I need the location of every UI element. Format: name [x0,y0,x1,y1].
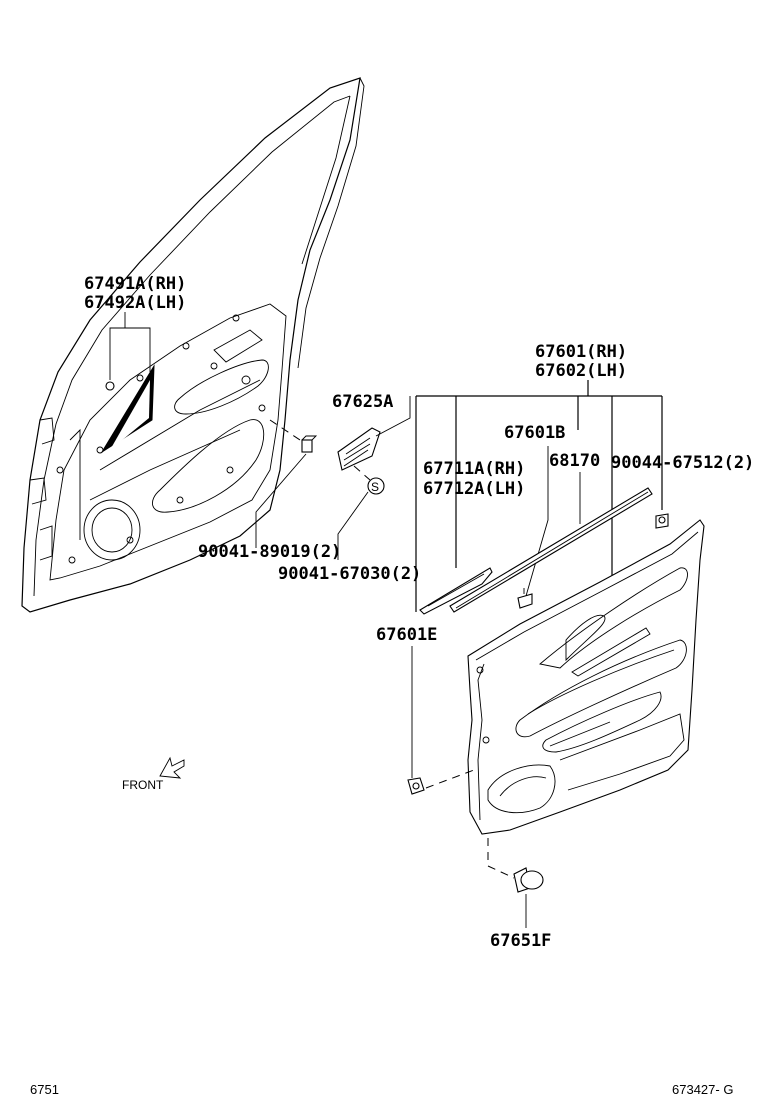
front-label: FRONT [122,778,164,792]
weatherstrip-68170[interactable] [449,487,653,613]
footer-left-code: 6751 [30,1082,59,1097]
label-90044-67512: 90044-67512(2) [611,453,754,473]
footer-right-code: 673427- G [672,1082,733,1097]
leader-90041-89019 [255,453,307,548]
door-trim-board[interactable] [467,519,705,835]
leader-67491A [109,312,151,380]
label-67601: 67601(RH) [535,342,627,362]
door-inner-panel [21,77,365,613]
dash-screw-link [353,465,371,481]
label-90041-67030: 90041-67030(2) [278,564,421,584]
label-67711A: 67711A(RH) [423,459,525,479]
s-mark-text: S [371,480,379,494]
dash-67601E-link [425,769,475,789]
clip-67601B[interactable] [517,588,533,609]
label-90041-89019: 90041-89019(2) [198,542,341,562]
label-67625A: 67625A [332,392,393,412]
label-67492A: 67492A(LH) [84,293,186,313]
screw-cap-67651F[interactable] [513,867,544,893]
label-67651F: 67651F [490,931,551,951]
bracket-67601-lines [415,380,663,612]
leader-90041-67030 [337,491,369,560]
clip-90044-67512[interactable] [655,513,669,529]
triangle-molding-part[interactable] [101,364,155,453]
label-68170: 68170 [549,451,600,471]
dash-clip-link [269,419,301,441]
leader-67601B [525,446,549,597]
label-67712A: 67712A(LH) [423,479,525,499]
label-67601E: 67601E [376,625,437,645]
bracket-67625A[interactable] [337,427,381,471]
label-67491A: 67491A(RH) [84,274,186,294]
leader-67625A [375,396,411,437]
front-arrow-icon [159,756,185,779]
label-67602: 67602(LH) [535,361,627,381]
label-67601B: 67601B [504,423,565,443]
dash-67651F-link [487,838,515,879]
clip-67601E[interactable] [407,777,425,795]
clip-90041-89019[interactable] [301,435,318,453]
trim-strip-67711A[interactable] [419,567,493,615]
screw-s-mark[interactable]: S [367,477,385,495]
